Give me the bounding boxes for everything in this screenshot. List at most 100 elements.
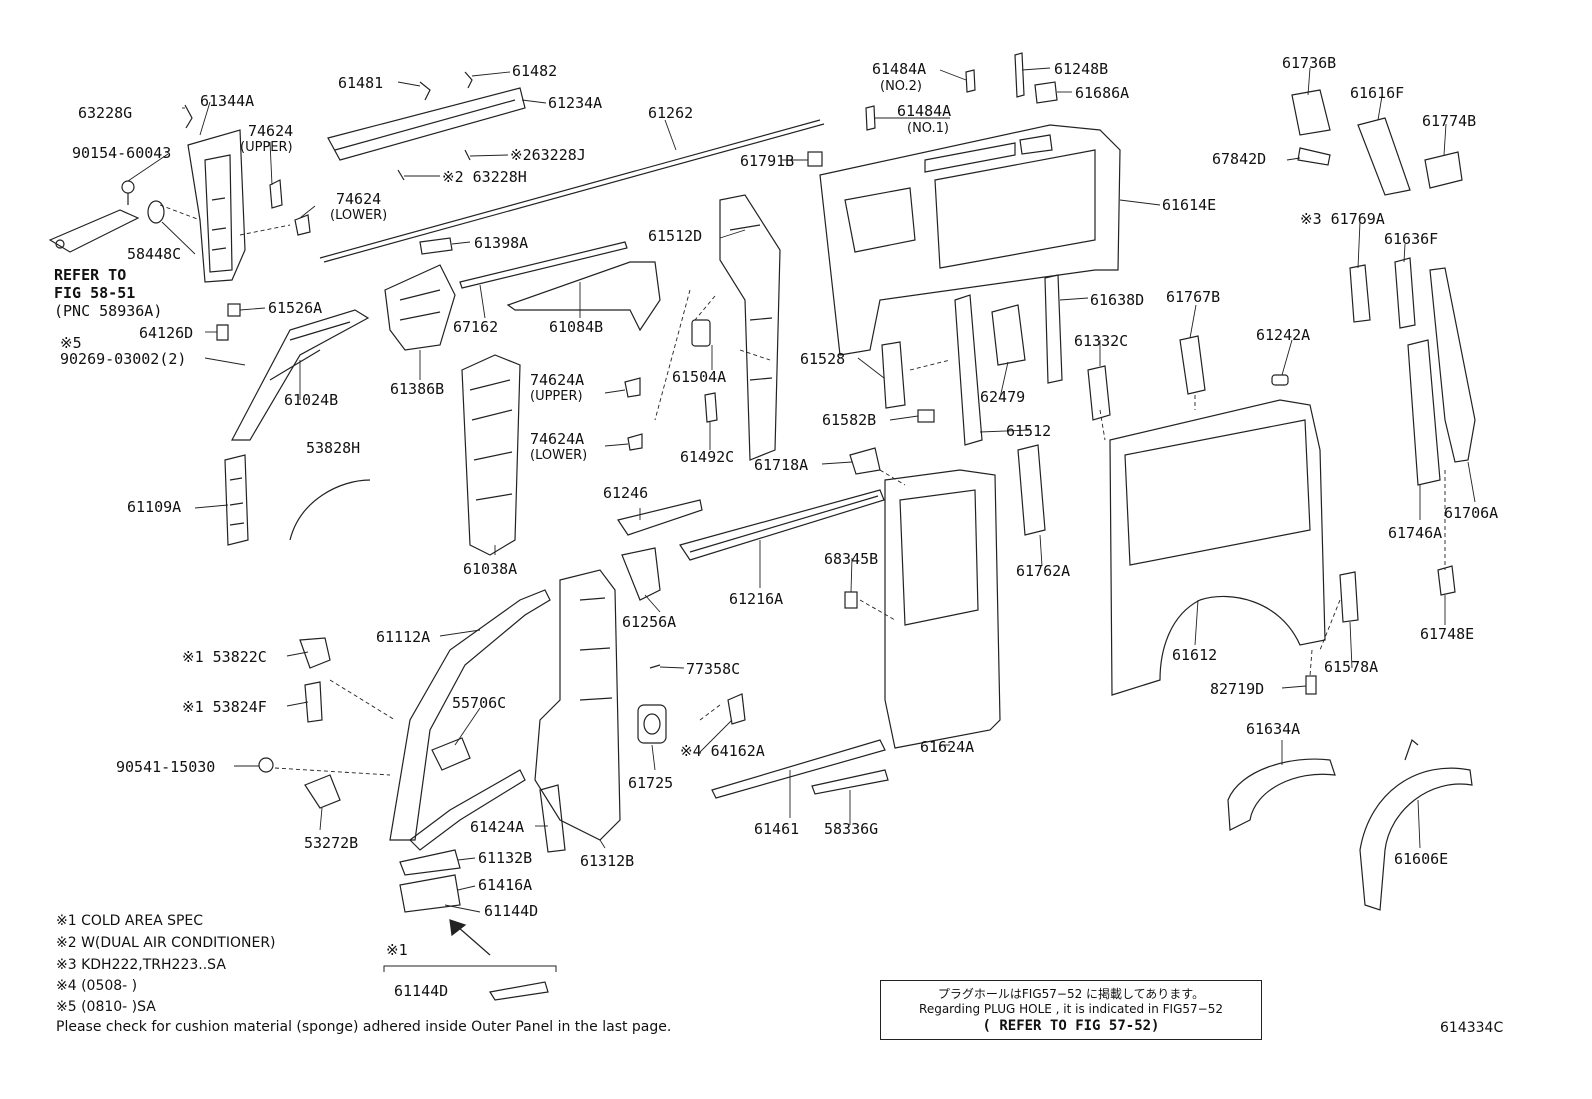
part-61344a-drawing [187,129,246,283]
label-64162a: ※4 64162A [680,742,765,760]
label-90269-03002: 90269-03002(2) [60,350,187,368]
label-90154-60043: 90154-60043 [72,144,172,162]
label-fig-58-51: FIG 58-51 [54,284,136,302]
label-61424a: 61424A [470,818,525,836]
part-61636f-drawing [1394,257,1416,329]
note-3: ※3 KDH222,TRH223..SA [56,957,226,973]
part-61398a-drawing [419,237,453,255]
part-61616f-drawing [1357,117,1411,196]
label-53822c: ※1 53822C [182,648,267,666]
bracket-fig58-drawing [48,209,140,253]
label-61332c: 61332C [1074,332,1129,350]
label-90269-mark: ※5 [60,334,82,352]
label-64126d: 64126D [139,324,194,342]
label-61386b: 61386B [390,380,445,398]
label-67162: 67162 [453,318,499,336]
note-6: Please check for cushion material (spong… [56,1019,672,1035]
part-61484a-no1-drawing [865,105,876,131]
refbox-japanese-text: プラグホールはFIG57−52 に掲載してあります。 [937,987,1205,1001]
label-63228g: 63228G [78,104,133,122]
part-61246-drawing [617,499,703,536]
label-58336g: 58336G [824,820,879,838]
part-61248b-drawing [1014,52,1025,98]
label-61246: 61246 [603,484,649,502]
label-53272b: 53272B [304,834,359,852]
part-74624-lower-drawing [294,214,311,236]
label-61774b: 61774B [1422,112,1477,130]
part-61492c-drawing [704,392,718,423]
label-62479: 62479 [980,388,1026,406]
label-61686a: 61686A [1075,84,1130,102]
label-61638d: 61638D [1090,291,1145,309]
part-61762a-drawing [1017,444,1046,536]
part-61512d-drawing [719,194,781,461]
label-61769a: ※3 61769A [1300,210,1385,228]
part-61482-drawing [464,71,473,89]
part-61216a-drawing [679,489,885,561]
label-61582b: 61582B [822,411,877,429]
part-61769a-drawing [1349,264,1371,323]
part-82719d-drawing [1305,675,1317,695]
label-61344a: 61344A [200,92,255,110]
part-61791b-drawing [807,151,823,167]
part-61242a-drawing [1271,374,1289,386]
label-61024b: 61024B [284,391,339,409]
part-61038a-drawing [461,354,521,556]
note-2: ※2 W(DUAL AIR CONDITIONER) [56,935,276,951]
part-61624a-drawing [884,469,1001,749]
part-61262-drawing [319,119,825,263]
note-5: ※5 (0810- )SA [56,999,156,1015]
label-63228j: ※263228J [510,146,586,164]
label-bracket-mark: ※1 [386,941,408,959]
part-90541-drawing [258,757,274,773]
label-61461: 61461 [754,820,800,838]
part-61112a-drawing [389,589,551,851]
label-refer-to: REFER TO [54,266,127,284]
label-74624a-lower-sub: (LOWER) [530,448,588,463]
label-61416a: 61416A [478,876,533,894]
label-61132b: 61132B [478,849,533,867]
note-1: ※1 COLD AREA SPEC [56,913,204,929]
part-67162-drawing [459,241,628,289]
part-61528-drawing [881,341,906,409]
label-74624-upper: 74624 [248,122,294,140]
label-74624a-lower: 74624A [530,430,585,448]
part-61109a-drawing [224,454,249,546]
part-67842d-drawing [1297,147,1331,166]
label-61481: 61481 [338,74,384,92]
part-63228j-drawing [464,149,471,161]
label-61762a: 61762A [1016,562,1071,580]
label-61624a: 61624A [920,738,975,756]
label-61144d: 61144D [484,902,539,920]
label-61312b: 61312B [580,852,635,870]
part-61638d-drawing [1044,274,1063,384]
label-82719d: 82719D [1210,680,1265,698]
label-58448c: 58448C [127,245,182,263]
label-61616f: 61616F [1350,84,1405,102]
part-61748e-drawing [1437,565,1456,596]
part-77358c-drawing [649,664,661,669]
label-61526a: 61526A [268,299,323,317]
part-68345b-drawing [844,591,858,609]
part-55706c-drawing [431,737,471,771]
part-61132b-drawing [399,849,461,876]
part-61312b-drawing [534,569,621,841]
label-61482: 61482 [512,62,558,80]
label-61248b: 61248B [1054,60,1109,78]
label-61144d-cold: 61144D [394,982,449,1000]
label-61512: 61512 [1006,422,1052,440]
bolt-90154-drawing [121,180,135,205]
part-61612-drawing [1109,399,1326,696]
label-61606e: 61606E [1394,850,1449,868]
label-77358c: 77358C [686,660,741,678]
part-53824f-drawing [304,681,323,723]
part-74624a-upper-drawing [624,377,641,398]
part-61686a-drawing [1034,81,1058,104]
part-61481-drawing [419,81,431,101]
part-61234a-drawing [327,87,526,161]
refbox-refer-link[interactable]: ( REFER TO FIG 57-52) [982,1018,1160,1034]
label-61578a: 61578A [1324,658,1379,676]
label-61242a: 61242A [1256,326,1311,344]
part-61606e-drawing [1359,738,1473,911]
